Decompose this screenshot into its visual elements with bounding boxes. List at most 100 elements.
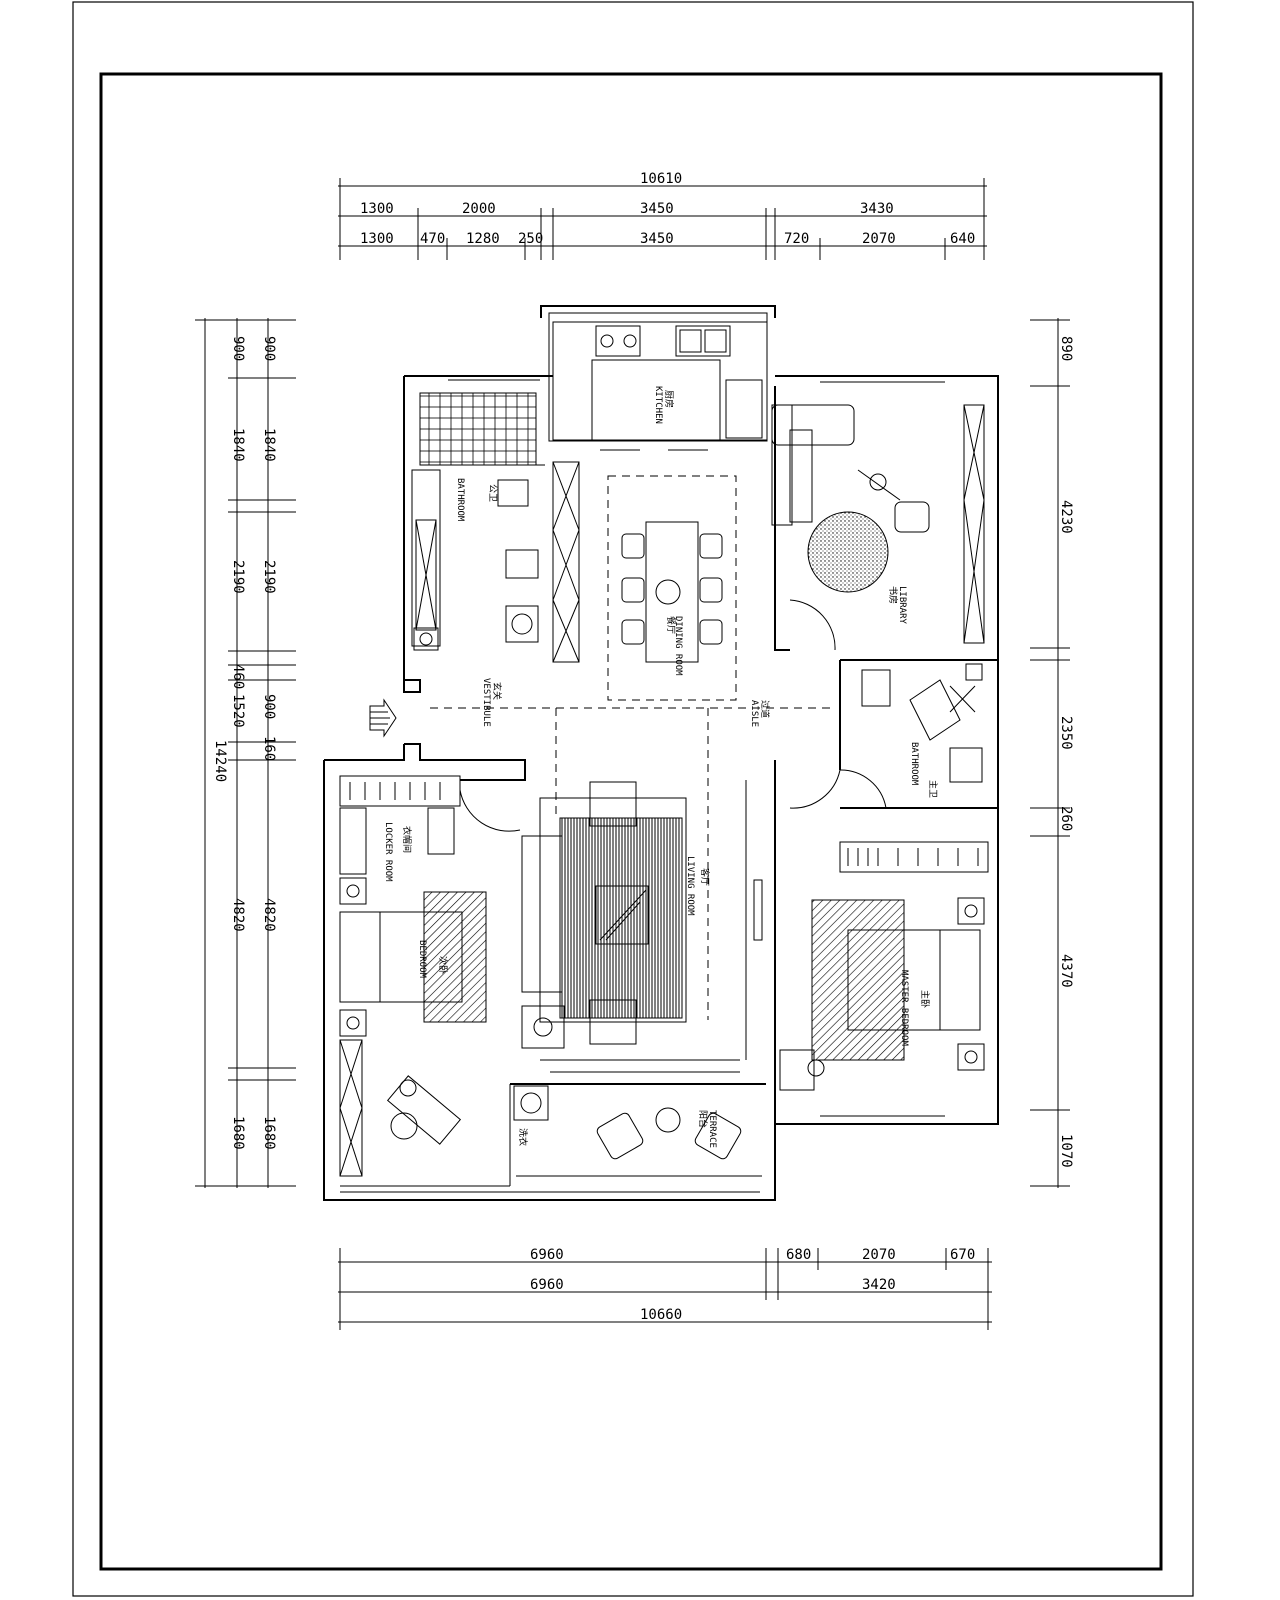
left-dimensions: 14240 900 1840 2190 460 1520 4820 1680 9… bbox=[195, 318, 296, 1188]
dining-label-cn: 餐厅 bbox=[665, 616, 677, 634]
dim-left-o-1: 1840 bbox=[230, 428, 246, 462]
dim-bottom-total: 10660 bbox=[640, 1307, 682, 1323]
dim-top-total: 10610 bbox=[640, 171, 682, 187]
dim-top-r2-5: 720 bbox=[784, 231, 809, 247]
bedroom2-label-cn: 次卧 bbox=[437, 956, 449, 974]
master-wardrobe bbox=[839, 841, 989, 873]
dim-left-o-3: 460 bbox=[230, 664, 246, 689]
dim-left-o-6: 1680 bbox=[230, 1116, 246, 1150]
bottom-dimensions: 6960 680 2070 670 6960 3420 10660 bbox=[338, 1247, 992, 1330]
terrace: 洗衣 阳台 TERRACE bbox=[509, 1083, 766, 1186]
lamp-icon bbox=[869, 473, 887, 491]
dim-bottom-r1-2: 2070 bbox=[862, 1247, 896, 1263]
kitchen: 厨房 KITCHEN bbox=[552, 321, 768, 451]
dining-room: 餐厅 DINING ROOM bbox=[607, 475, 737, 701]
locker-label-cn: 衣帽间 bbox=[401, 826, 413, 853]
sheet-outer-border bbox=[72, 1, 1194, 1597]
terrace-label-en: TERRACE bbox=[707, 1110, 717, 1148]
library: 书房 LIBRARY bbox=[771, 386, 985, 651]
dining-cabinet bbox=[552, 461, 580, 663]
dim-left-total: 14240 bbox=[212, 740, 228, 782]
shower-area bbox=[419, 392, 537, 466]
round-rug bbox=[807, 511, 889, 593]
desk bbox=[386, 1075, 462, 1145]
dim-left-o-4: 1520 bbox=[230, 694, 246, 728]
sheet-inner-border bbox=[99, 72, 1163, 1571]
bedroom2-label-en: BEDROOM bbox=[417, 940, 427, 979]
washer-icon bbox=[505, 605, 539, 643]
master-basin-icon bbox=[949, 747, 983, 783]
terrace-label-cn: 阳台 bbox=[697, 1110, 709, 1128]
living-label-en: LIVING ROOM bbox=[685, 856, 695, 916]
master-toilet-icon bbox=[861, 669, 891, 707]
fridge-icon bbox=[725, 379, 763, 439]
locker-label-en: LOCKER ROOM bbox=[383, 822, 393, 882]
aisle-label-en: AISLE bbox=[749, 700, 759, 727]
dim-right-5: 1070 bbox=[1058, 1134, 1074, 1168]
sofa bbox=[521, 835, 563, 993]
master-bed-label-cn: 主卧 bbox=[919, 990, 931, 1008]
terrace-chair-left bbox=[596, 1112, 644, 1160]
kitchen-label-cn: 厨房 bbox=[663, 390, 675, 408]
master-bath-label-cn: 主卫 bbox=[927, 780, 939, 798]
circulation: 玄关 VESTIBULE 过道 AISLE bbox=[430, 678, 830, 1020]
dim-right-3: 260 bbox=[1058, 806, 1074, 831]
living-label-cn: 客厅 bbox=[699, 868, 711, 886]
library-label-en: LIBRARY bbox=[897, 586, 907, 625]
master-bedroom: MASTER BEDROOM 主卧 bbox=[774, 760, 985, 1091]
dim-right-0: 890 bbox=[1058, 336, 1074, 361]
top-dimensions: 10610 1300 2000 3450 3430 1300 470 1280 … bbox=[338, 171, 987, 260]
library-label-cn: 书房 bbox=[887, 586, 899, 604]
dim-top-r2-0: 1300 bbox=[360, 231, 394, 247]
wardrobe-hangers bbox=[847, 848, 979, 866]
public-bathroom: BATHROOM 公卫 bbox=[411, 392, 545, 651]
vestibule-label-cn: 玄关 bbox=[491, 682, 503, 700]
dim-left-o-0: 900 bbox=[230, 336, 246, 361]
dim-top-r2-7: 640 bbox=[950, 231, 975, 247]
dim-left-i-0: 900 bbox=[261, 336, 277, 361]
dim-top-r2-2: 1280 bbox=[466, 231, 500, 247]
dim-bottom-r1-0: 6960 bbox=[530, 1247, 564, 1263]
dim-bottom-r2-0: 6960 bbox=[530, 1277, 564, 1293]
dim-top-r2-4: 3450 bbox=[640, 231, 674, 247]
bedroom2-rug bbox=[423, 891, 487, 1023]
dim-right-2: 2350 bbox=[1058, 716, 1074, 750]
master-rug bbox=[811, 899, 905, 1061]
public-bath-label-cn: 公卫 bbox=[487, 484, 498, 502]
dining-label-en: DINING ROOM bbox=[673, 616, 683, 676]
master-bath-label-en: BATHROOM bbox=[909, 742, 919, 786]
dim-bottom-r1-3: 670 bbox=[950, 1247, 975, 1263]
laundry-label: 洗衣 bbox=[517, 1128, 529, 1146]
master-bathroom: BATHROOM 主卫 bbox=[839, 659, 998, 809]
sink-icon bbox=[675, 325, 731, 357]
dim-top-r2-3: 250 bbox=[518, 231, 543, 247]
locker-room: LOCKER ROOM 衣帽间 bbox=[339, 775, 521, 882]
kitchen-label-en: KITCHEN bbox=[653, 386, 663, 424]
windows bbox=[340, 379, 945, 1193]
dim-top-r2-6: 2070 bbox=[862, 231, 896, 247]
master-bed-label-en: MASTER BEDROOM bbox=[899, 970, 909, 1046]
dim-right-1: 4230 bbox=[1058, 500, 1074, 534]
dim-left-i-1: 1840 bbox=[261, 428, 277, 462]
flower-centerpiece-icon bbox=[655, 579, 681, 605]
second-bedroom: BEDROOM 次卧 bbox=[339, 877, 510, 1187]
right-dimensions: 890 4230 2350 260 4370 1070 bbox=[1030, 318, 1074, 1188]
dim-top-r1-1: 2000 bbox=[462, 201, 496, 217]
dim-left-i-2: 2190 bbox=[261, 560, 277, 594]
vestibule-label-en: VESTIBULE bbox=[481, 678, 491, 727]
dining-table bbox=[645, 521, 699, 663]
basin-icon bbox=[505, 549, 539, 579]
living-rug bbox=[559, 817, 683, 1019]
public-bath-label-en: BATHROOM bbox=[455, 478, 465, 522]
dim-bottom-r2-1: 3420 bbox=[862, 1277, 896, 1293]
tv-unit bbox=[753, 879, 763, 941]
terrace-table bbox=[655, 1107, 681, 1133]
dim-left-i-4: 160 bbox=[261, 736, 277, 761]
toilet-icon bbox=[497, 479, 529, 507]
dim-left-i-3: 900 bbox=[261, 694, 277, 719]
dim-left-i-5: 4820 bbox=[261, 898, 277, 932]
dim-right-4: 4370 bbox=[1058, 954, 1074, 988]
terrace-chair-right bbox=[694, 1112, 742, 1160]
dim-top-r1-0: 1300 bbox=[360, 201, 394, 217]
